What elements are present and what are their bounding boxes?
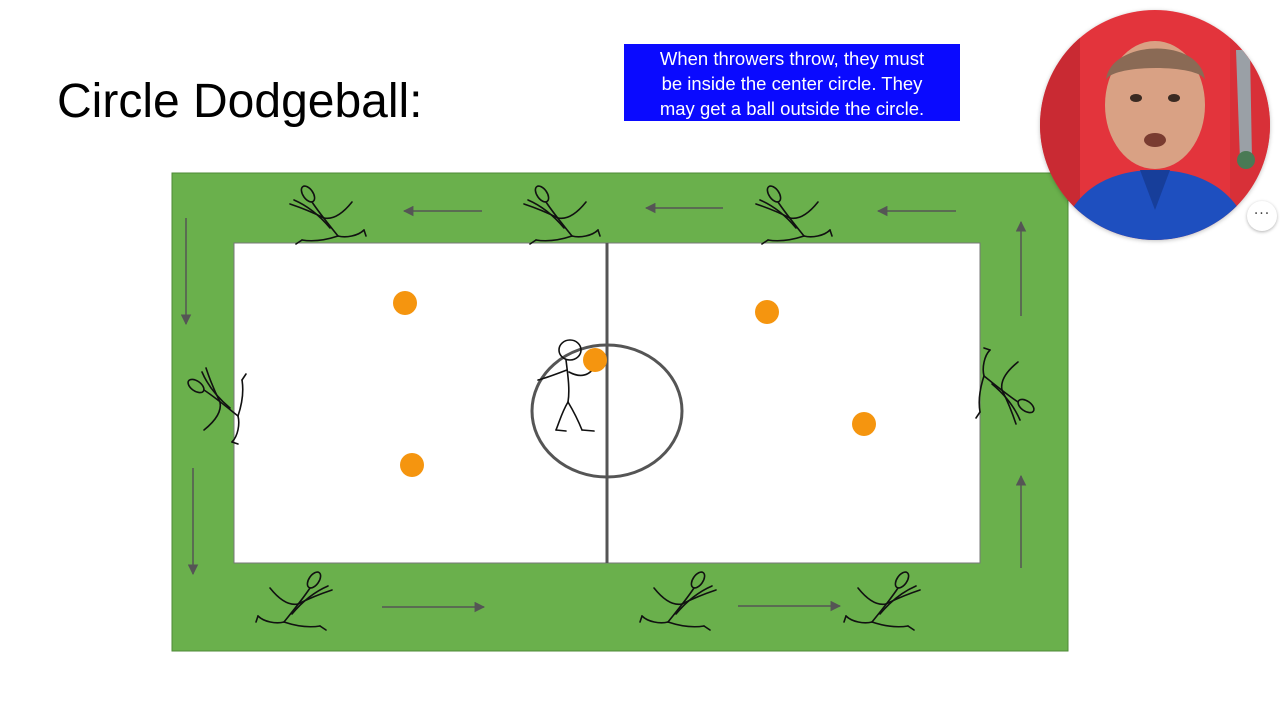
ball [583,348,607,372]
ball [400,453,424,477]
note-line-3: may get a ball outside the circle. [659,98,925,119]
more-options-button[interactable]: ··· [1247,201,1277,231]
thrower-figure [537,339,595,432]
note-line-2: be inside the center circle. They [661,73,923,94]
instruction-note: When throwers throw, they must be inside… [624,44,960,121]
ball [755,300,779,324]
center-circle [530,343,684,479]
note-line-1: When throwers throw, they must [659,48,925,69]
presenter-avatar [1040,10,1270,240]
ball [393,291,417,315]
more-horizontal-icon: ··· [1253,206,1271,222]
presenter-video [1040,10,1270,240]
slide-title: Circle Dodgeball: [57,75,423,128]
ball [852,412,876,436]
